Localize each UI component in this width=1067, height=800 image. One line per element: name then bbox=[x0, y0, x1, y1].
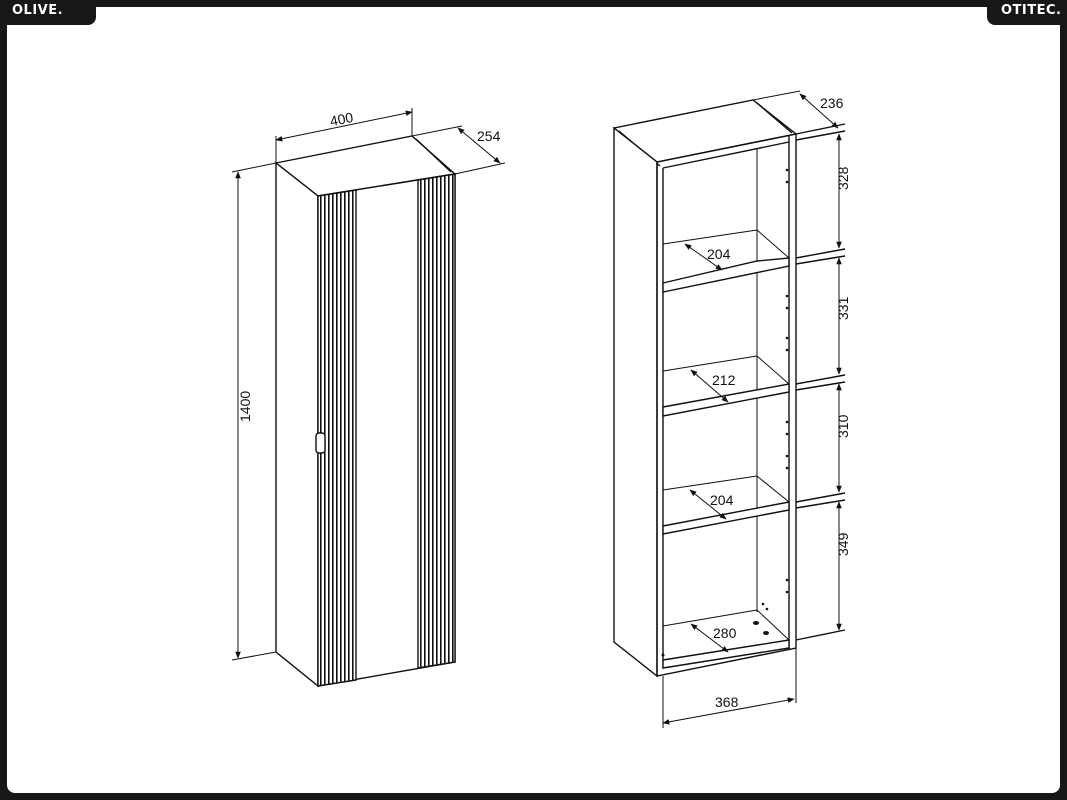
compartment-2-height-label: 331 bbox=[835, 296, 851, 320]
brand-right-label: OTITEC. bbox=[1001, 3, 1062, 18]
shelf-3-depth-label: 204 bbox=[710, 492, 734, 508]
open-cabinet bbox=[612, 99, 846, 678]
peg-holes bbox=[661, 168, 789, 657]
brand-right-tab: OTITEC. bbox=[987, 0, 1067, 25]
closed-cabinet bbox=[274, 135, 457, 688]
brand-left-label: OLIVE. bbox=[12, 3, 64, 18]
bottom-shelf-depth-label: 280 bbox=[713, 625, 737, 641]
compartment-4-height-label: 349 bbox=[835, 532, 851, 556]
brand-left-tab: OLIVE. bbox=[0, 0, 96, 25]
shelf-1-depth-label: 204 bbox=[707, 246, 731, 262]
open-cabinet-dimensions bbox=[662, 90, 842, 728]
depth-dimension-label: 254 bbox=[477, 128, 501, 144]
compartment-1-height-label: 328 bbox=[835, 166, 851, 190]
compartment-3-height-label: 310 bbox=[835, 414, 851, 438]
height-dimension-label: 1400 bbox=[237, 391, 253, 422]
closed-cabinet-dimensions bbox=[231, 108, 506, 661]
shelf-2-depth-label: 212 bbox=[712, 372, 736, 388]
open-depth-label: 236 bbox=[820, 95, 844, 111]
outer-width-label: 368 bbox=[715, 694, 739, 710]
drawing-canvas bbox=[7, 7, 1060, 793]
width-dimension-label: 400 bbox=[329, 109, 355, 129]
